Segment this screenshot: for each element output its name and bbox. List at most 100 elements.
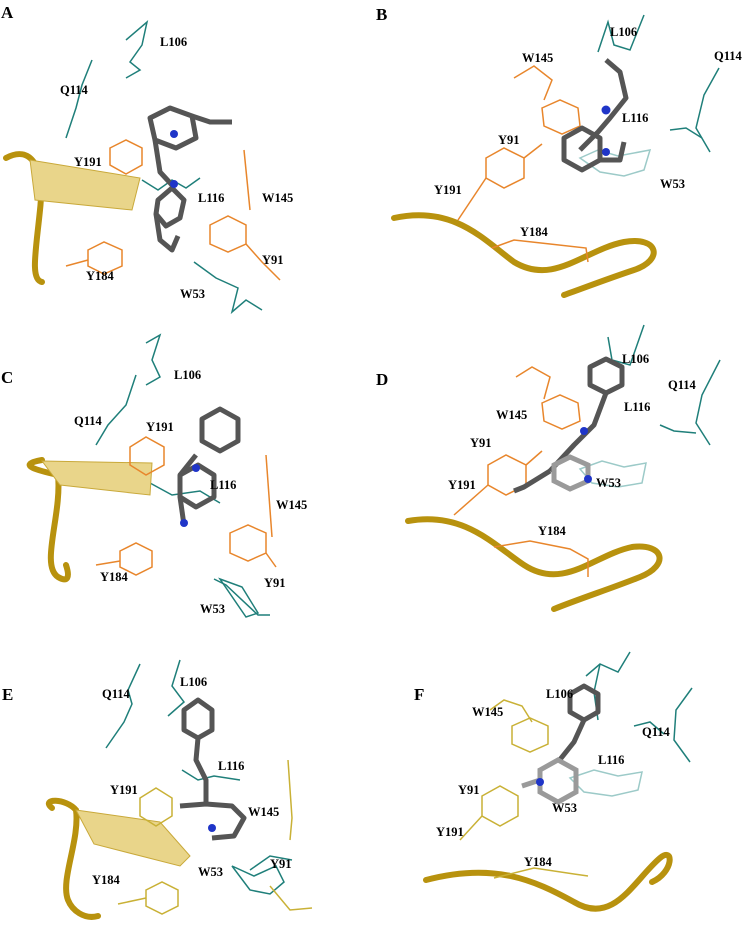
ribbon-sheet [40,460,153,496]
teal-residues [597,14,720,153]
ligand-fragment [521,757,579,805]
panel-b-structure [391,14,720,298]
residue-label-y191: Y191 [436,825,464,839]
residue-label-l116: L116 [218,759,245,773]
nitrogen-atom [192,464,200,472]
protein-ribbon [405,516,663,612]
protein-ribbon [26,457,71,583]
nitrogen-atom [208,824,216,832]
ribbon-sheet [29,159,141,211]
residue-label-w53: W53 [660,177,685,191]
residue-label-l106: L106 [180,675,208,689]
residue-label-y91: Y91 [262,253,284,267]
teal-residues [105,659,293,895]
panel-f: F L106 W145 Q114 L116 Y91 W53 Y191 Y184 [374,630,747,944]
panel-e-structure [46,659,313,920]
teal-residues [65,19,263,315]
residue-label-y184: Y184 [86,269,114,283]
residue-label-l106: L106 [174,368,202,382]
nitrogen-atom [584,475,592,483]
residue-label-y191: Y191 [74,155,102,169]
residue-label-q114: Q114 [668,378,696,392]
nitrogen-atom [180,519,188,527]
residue-label-y184: Y184 [100,570,128,584]
residue-label-y184: Y184 [524,855,552,869]
ligand [556,683,601,764]
orange-residues [453,366,589,577]
ligand [147,105,232,253]
residue-label-w53: W53 [552,801,577,815]
nitrogen-atom [536,778,544,786]
orange-residues [457,65,589,263]
residue-label-l106: L106 [622,352,650,366]
residue-label-y191: Y191 [110,783,138,797]
panel-d-structure [405,324,721,612]
panel-a-structure [3,19,281,315]
nitrogen-atom [601,105,611,115]
residue-label-y184: Y184 [92,873,120,887]
protein-ribbon [391,212,657,298]
residue-label-q114: Q114 [102,687,130,701]
teal-residue-w53 [568,769,643,797]
residue-label-l106: L106 [546,687,574,701]
residue-label-w145: W145 [472,705,504,719]
panel-f-structure [423,651,693,912]
residue-label-y91: Y91 [458,783,480,797]
nitrogen-atom [170,180,178,188]
residue-label-y184: Y184 [538,524,566,538]
residue-label-w145: W145 [276,498,308,512]
panel-label: F [414,685,425,704]
nitrogen-atom [580,427,588,435]
residue-label-w53: W53 [596,476,621,490]
residue-label-y91: Y91 [470,436,492,450]
nitrogen-atom [602,148,610,156]
residue-label-q114: Q114 [60,83,88,97]
panel-label: B [376,5,388,24]
residue-label-y191: Y191 [146,420,174,434]
residue-label-y91: Y91 [264,576,286,590]
panel-label: E [2,685,14,704]
residue-label-l106: L106 [160,35,188,49]
panel-c: C L106 Q114 Y191 L116 W145 Y184 Y91 W53 [0,315,373,629]
residue-label-w145: W145 [496,408,528,422]
teal-residue-w53 [578,460,647,488]
ligand [513,356,625,494]
protein-ribbon [423,852,673,912]
ligand [179,697,247,841]
teal-residues [607,324,721,446]
orange-residues [95,436,277,576]
ligand [177,406,241,526]
residue-label-w53: W53 [200,602,225,616]
residue-label-y184: Y184 [520,225,548,239]
residue-label-y191: Y191 [448,478,476,492]
residue-label-q114: Q114 [74,414,102,428]
panel-b: B L106 Q114 W145 L116 Y91 Y191 W53 Y184 [374,0,747,314]
residue-label-y91: Y91 [270,857,292,871]
panel-label: A [1,3,14,22]
residue-label-l116: L116 [210,478,237,492]
teal-residues [585,651,693,763]
residue-label-w53: W53 [180,287,205,301]
residue-label-l116: L116 [198,191,225,205]
protein-ribbon [46,797,101,920]
residue-label-w145: W145 [522,51,554,65]
residue-label-q114: Q114 [642,725,670,739]
nitrogen-atom [170,130,178,138]
residue-label-w145: W145 [248,805,280,819]
residue-label-w53: W53 [198,865,223,879]
residue-label-l116: L116 [624,400,651,414]
protein-ribbon [3,151,45,285]
ligand [561,58,629,173]
residue-label-l116: L116 [598,753,625,767]
orange-residues [65,139,281,281]
panel-label: D [376,370,389,389]
olive-residues [459,699,589,879]
panel-a: A L106 Q114 Y191 L116 W145 Y91 Y184 W53 [0,0,373,315]
residue-label-w145: W145 [262,191,294,205]
olive-residues [117,759,313,915]
residue-label-y191: Y191 [434,183,462,197]
panel-d: D L106 Q114 W145 L116 Y91 Y191 W53 Y184 [374,315,747,629]
residue-label-l106: L106 [610,25,638,39]
residue-label-y91: Y91 [498,133,520,147]
panel-e: E L106 Q114 Y191 L116 W145 Y184 W53 Y91 [0,630,373,944]
